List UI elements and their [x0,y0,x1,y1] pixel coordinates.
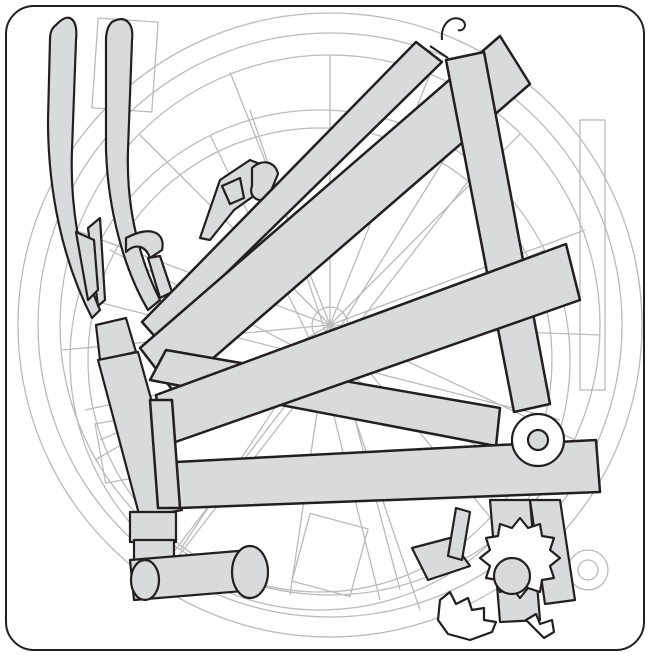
handlebars [46,16,174,320]
brake-hook [429,17,466,59]
seat-post [198,158,280,242]
drivetrain [410,412,577,642]
frame-tubes [138,34,602,510]
steering-column [94,316,270,602]
